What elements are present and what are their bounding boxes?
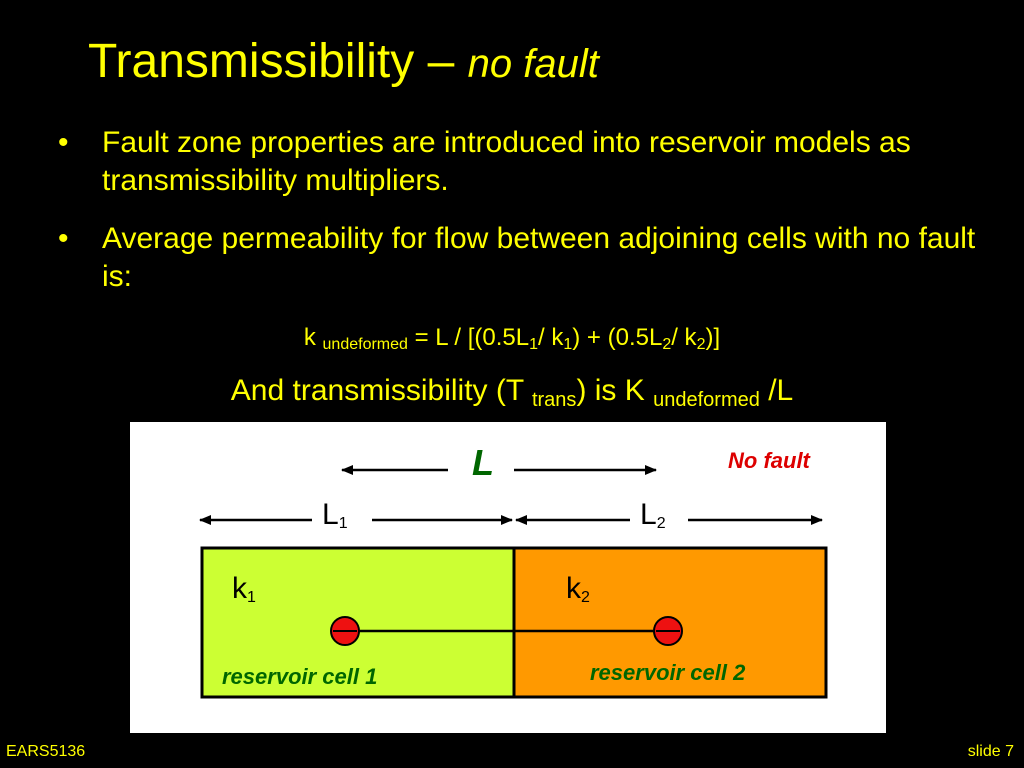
permeability-formula: k undeformed = L / [(0.5L1/ k1) + (0.5L2… [303, 324, 721, 353]
transmissibility-formula: And transmissibility (T trans) is K unde… [230, 374, 794, 411]
L2-label: L2 [640, 498, 666, 532]
cell-1-label: reservoir cell 1 [222, 664, 378, 689]
k1-label: k1 [232, 572, 256, 606]
no-fault-label: No fault [728, 448, 810, 473]
bullet-item: • Average permeability for flow between … [58, 220, 978, 296]
bullet-text: Fault zone properties are introduced int… [102, 126, 911, 197]
title-italic: no fault [467, 42, 599, 86]
reservoir-cell-1 [200, 546, 516, 699]
title-main: Transmissibility – [88, 35, 468, 88]
bullet-item: • Fault zone properties are introduced i… [58, 124, 978, 200]
slide-number: slide 7 [967, 743, 1014, 760]
course-code: EARS5136 [6, 743, 86, 760]
bullet-text: Average permeability for flow between ad… [102, 222, 976, 293]
bullet-marker: • [58, 222, 69, 255]
L-label: L [472, 442, 494, 483]
cell-2-label: reservoir cell 2 [590, 660, 746, 685]
diagram-graphics [199, 465, 828, 699]
bullet-marker: • [58, 126, 69, 159]
cells-diagram: No fault L L1 L2 k1 k2 reservoir cell 1 … [130, 422, 886, 733]
k2-label: k2 [566, 572, 590, 606]
L1-label: L1 [322, 498, 348, 532]
slide-title: Transmissibility – no fault [88, 32, 599, 94]
bullet-list: • Fault zone properties are introduced i… [58, 124, 978, 316]
